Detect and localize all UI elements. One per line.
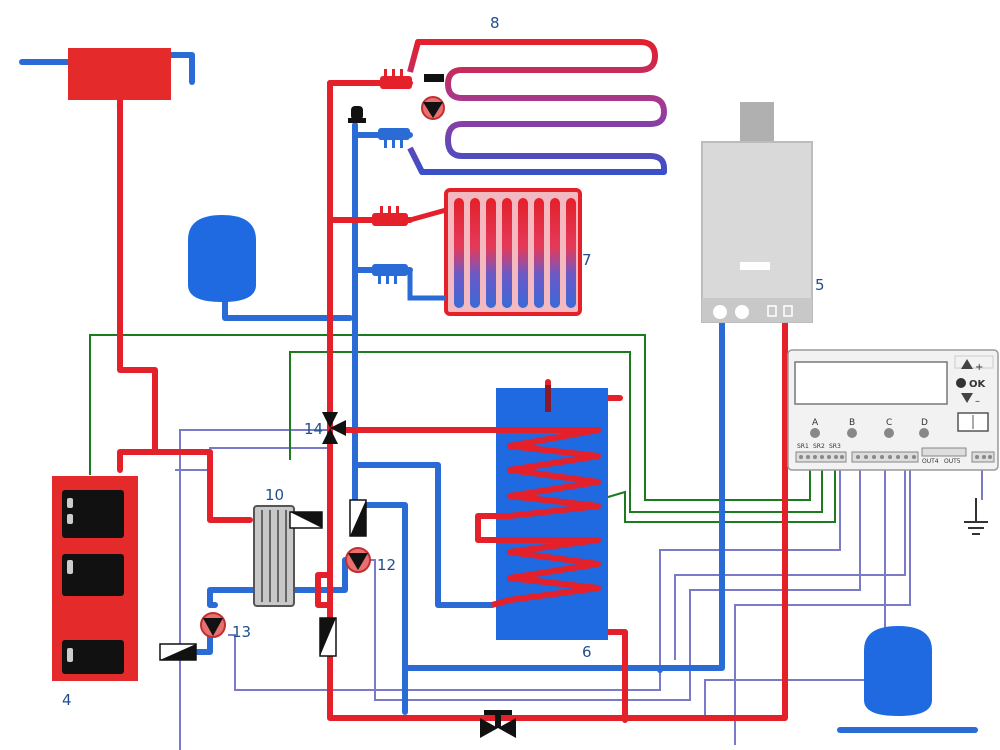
button-c-label: C xyxy=(886,418,892,428)
terminal-sr1-label: SR1 xyxy=(797,443,809,450)
plus-label: + xyxy=(975,362,983,373)
control-wires xyxy=(89,334,836,523)
button-a-label: A xyxy=(812,418,819,428)
solid-fuel-boiler xyxy=(52,476,138,681)
header-tank xyxy=(68,48,171,100)
three-way-valve-14-icon xyxy=(322,412,346,444)
down-arrow-icon[interactable] xyxy=(961,393,973,403)
ground-symbol-icon xyxy=(964,498,988,535)
controller-display xyxy=(794,361,948,405)
check-valve-icon xyxy=(349,499,367,537)
gas-boiler xyxy=(701,102,813,323)
terminal-sr2-label: SR2 xyxy=(813,443,825,450)
button-a[interactable] xyxy=(810,428,820,438)
component-labels: 4 5 6 7 8 10 12 13 14 xyxy=(62,14,825,709)
radiator xyxy=(444,188,582,316)
floor-heating-coil xyxy=(407,39,667,175)
label-10: 10 xyxy=(265,486,284,504)
label-7: 7 xyxy=(582,251,592,269)
ok-button[interactable] xyxy=(956,378,966,388)
label-14: 14 xyxy=(304,420,323,438)
check-valve-icon xyxy=(159,643,197,661)
button-c[interactable] xyxy=(884,428,894,438)
label-5: 5 xyxy=(815,276,825,294)
controller: + OK – A B C D SR1 SR2 SR3 OUT4 OUT5 xyxy=(787,349,999,471)
button-b[interactable] xyxy=(847,428,857,438)
button-d-label: D xyxy=(921,418,928,428)
plate-heat-exchanger xyxy=(253,505,295,607)
button-b-label: B xyxy=(849,418,855,428)
label-12: 12 xyxy=(377,556,396,574)
minus-label: – xyxy=(975,396,980,407)
up-arrow-icon[interactable] xyxy=(961,359,973,369)
signal-wires xyxy=(175,429,911,750)
pump-13-icon xyxy=(200,612,226,638)
check-valve-icon xyxy=(289,511,323,529)
terminal-sr3-label: SR3 xyxy=(829,443,841,450)
ok-label: OK xyxy=(969,379,987,390)
floor-heating-pump xyxy=(421,74,445,120)
label-8: 8 xyxy=(490,14,500,32)
expansion-vessel-dhw xyxy=(864,626,932,716)
button-d[interactable] xyxy=(919,428,929,438)
air-vent-icon xyxy=(348,106,366,123)
manifolds xyxy=(372,69,412,284)
label-6: 6 xyxy=(582,643,592,661)
dhw-tank xyxy=(475,385,608,640)
check-valve-icon xyxy=(319,617,337,657)
hot-pipes xyxy=(117,80,788,723)
terminal-out5-label: OUT5 xyxy=(944,458,961,465)
label-4: 4 xyxy=(62,691,72,709)
shutoff-valve-icon xyxy=(480,710,516,738)
expansion-vessel-heating xyxy=(188,215,256,302)
terminal-out4-label: OUT4 xyxy=(922,458,939,465)
pump-12-icon xyxy=(345,547,371,573)
label-13: 13 xyxy=(232,623,251,641)
